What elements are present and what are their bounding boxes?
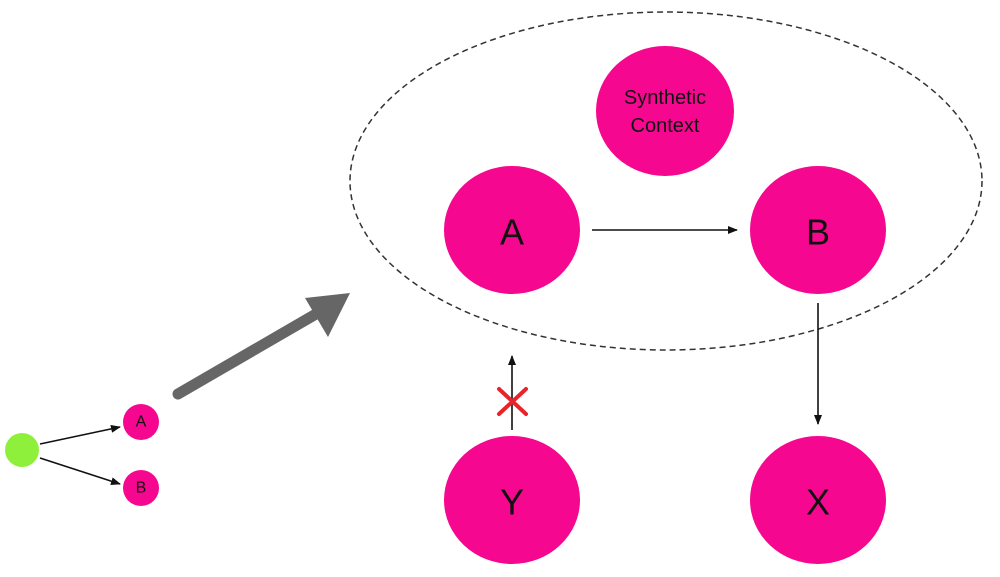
source-node	[5, 433, 39, 467]
synthetic-context-node: Synthetic Context	[596, 46, 734, 176]
large-gray-arrow-icon	[172, 293, 350, 400]
edge-source-to-small-a	[39, 424, 121, 445]
synthetic-context-label-line1: Synthetic	[624, 87, 706, 109]
small-node-b: B	[123, 470, 159, 506]
small-node-a: A	[123, 404, 159, 440]
small-node-b-label: B	[136, 480, 147, 497]
edge-source-to-small-b	[39, 457, 121, 486]
node-x: X	[750, 436, 886, 564]
node-a: A	[444, 166, 580, 294]
small-node-a-label: A	[136, 414, 147, 431]
red-x-icon	[497, 387, 528, 416]
node-b-label: B	[806, 212, 830, 253]
node-x-label: X	[806, 482, 830, 523]
synthetic-context-label-line2: Context	[631, 115, 700, 137]
node-y: Y	[444, 436, 580, 564]
mini-diagram: A B	[5, 404, 159, 506]
node-b: B	[750, 166, 886, 294]
node-y-label: Y	[500, 482, 524, 523]
context-boundary	[349, 11, 983, 351]
node-a-label: A	[500, 212, 524, 253]
